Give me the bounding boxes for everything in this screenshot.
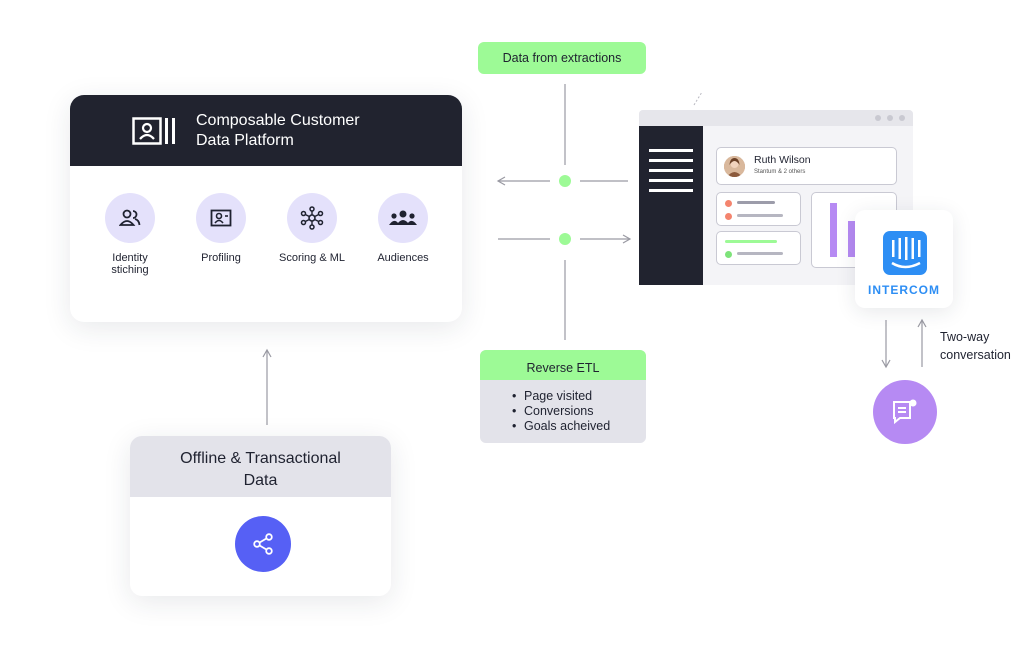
hamburger-icon [649, 189, 693, 192]
avatar [724, 156, 745, 177]
status-dot [725, 213, 732, 220]
cdp-logo-icon [132, 117, 175, 145]
node-dot-bottom [559, 233, 571, 245]
feature-label: Audiences [377, 252, 429, 264]
two-way-label: Two-way conversation [940, 328, 1026, 364]
text-line [737, 201, 775, 204]
hamburger-icon [649, 149, 693, 152]
network-icon [287, 193, 337, 243]
offline-title-line2: Data [243, 472, 278, 489]
reverse-etl-title: Reverse ETL [480, 350, 646, 380]
offline-header: Offline & Transactional Data [130, 436, 391, 497]
feature-label-line1: Identity [112, 252, 148, 264]
decor-tick [693, 91, 703, 106]
profile-card-icon [196, 193, 246, 243]
user-subtitle: Stantum & 2 others [754, 169, 806, 175]
cdp-card: Composable Customer Data Platform Identi… [70, 95, 462, 322]
status-dot [725, 251, 732, 258]
window-sidebar [639, 126, 703, 285]
status-dot [725, 200, 732, 207]
chat-icon [873, 380, 937, 444]
list-item: Page visited [512, 389, 646, 404]
mini-card [716, 192, 801, 226]
cdp-title-line1: Composable Customer [196, 112, 360, 129]
cdp-title-line2: Data Platform [196, 132, 294, 149]
user-card: Ruth Wilson Stantum & 2 others [716, 147, 897, 185]
share-icon [235, 516, 291, 572]
offline-title-line1: Offline & Transactional [180, 450, 341, 467]
window-titlebar [639, 110, 913, 126]
hamburger-icon [649, 169, 693, 172]
feature-label-line2: stiching [111, 264, 149, 276]
feature-identity: Identity stiching [85, 193, 175, 276]
reverse-etl-list: Page visited Conversions Goals acheived [480, 380, 646, 434]
window-dot [875, 115, 881, 121]
users-icon [105, 193, 155, 243]
group-icon [378, 193, 428, 243]
reverse-etl-box: Reverse ETL Page visited Conversions Goa… [480, 350, 646, 443]
hamburger-icon [649, 179, 693, 182]
window-dot [887, 115, 893, 121]
feature-scoring: Scoring & ML [267, 193, 357, 264]
mini-card [716, 231, 801, 265]
list-item: Conversions [512, 404, 646, 419]
feature-label: Scoring & ML [278, 252, 346, 264]
two-way-line2: conversation [940, 348, 1011, 362]
text-line [737, 252, 783, 255]
text-line [725, 240, 777, 243]
offline-data-card: Offline & Transactional Data [130, 436, 391, 596]
intercom-brand: INTERCOM [868, 283, 940, 297]
feature-profiling: Profiling [176, 193, 266, 264]
two-way-line1: Two-way [940, 330, 990, 344]
feature-label: Profiling [201, 252, 241, 264]
chart-bar [830, 203, 837, 257]
cdp-header: Composable Customer Data Platform [70, 95, 462, 166]
feature-label: Identity stiching [85, 252, 175, 276]
user-name: Ruth Wilson [754, 154, 811, 166]
list-item: Goals acheived [512, 419, 646, 434]
cdp-title: Composable Customer Data Platform [196, 111, 426, 151]
intercom-app-window: Ruth Wilson Stantum & 2 others [639, 110, 913, 285]
chart-bar [848, 221, 855, 257]
intercom-logo-icon [883, 231, 927, 275]
node-dot-top [559, 175, 571, 187]
feature-audiences: Audiences [358, 193, 448, 264]
hamburger-icon [649, 159, 693, 162]
text-line [737, 214, 783, 217]
window-dot [899, 115, 905, 121]
intercom-card: INTERCOM [855, 210, 953, 308]
extractions-pill: Data from extractions [478, 42, 646, 74]
